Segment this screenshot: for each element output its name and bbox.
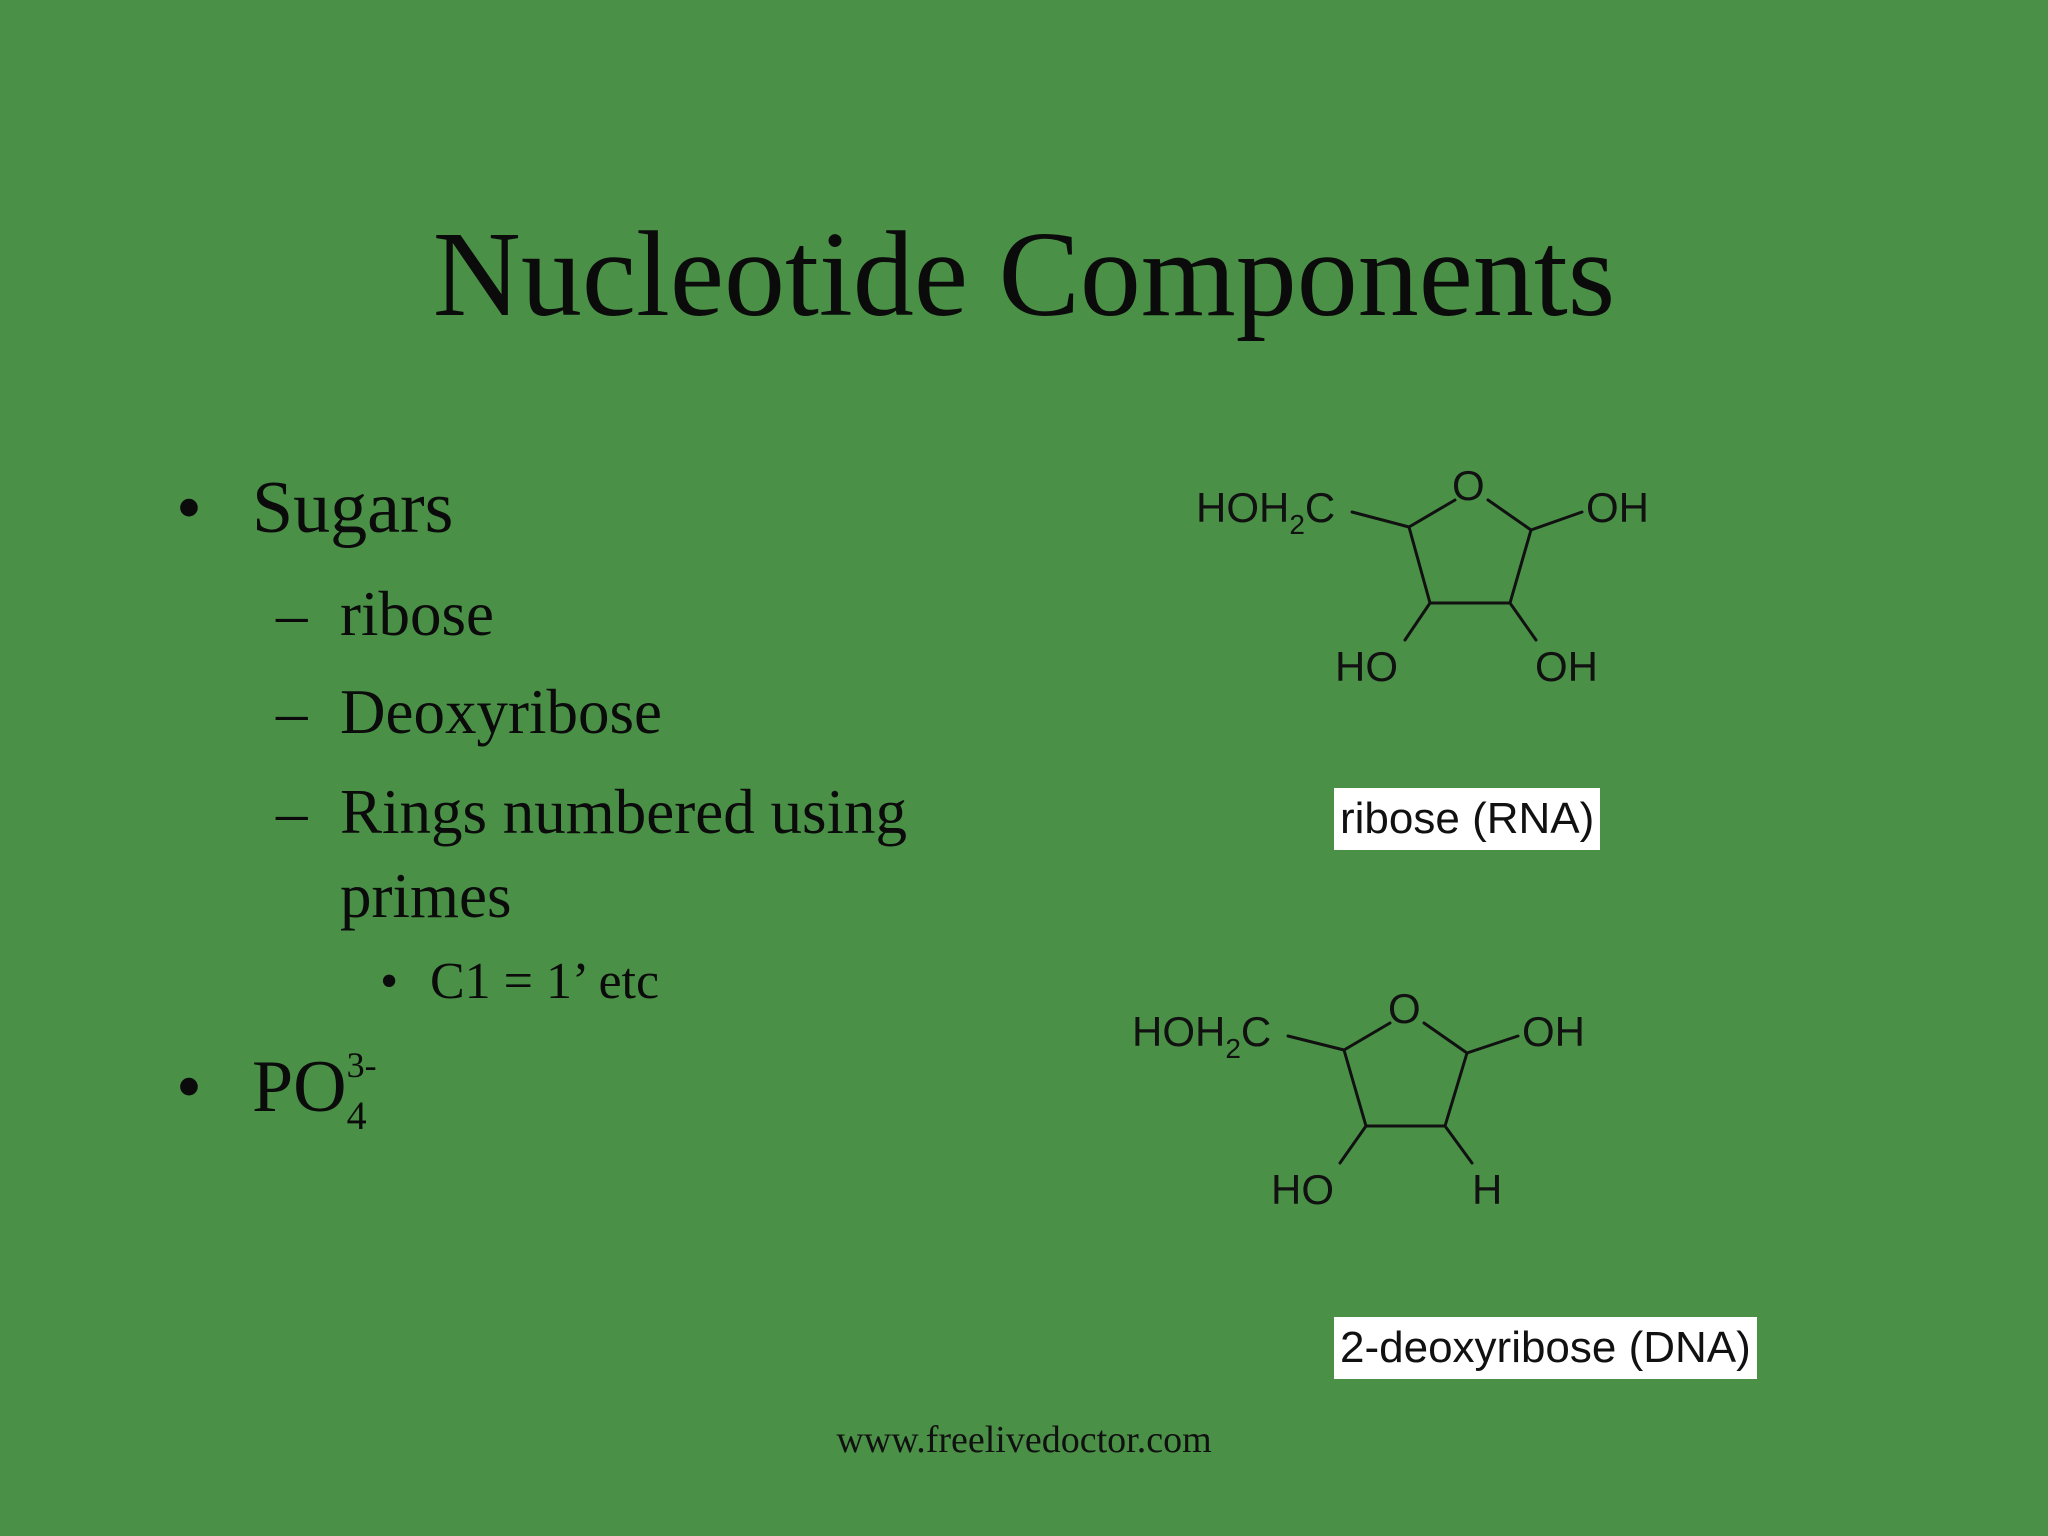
slide-title: Nucleotide Components [432, 207, 1616, 342]
dash-marker: – [276, 579, 308, 649]
footer-url: www.freelivedoctor.com [836, 1419, 1212, 1461]
subbullet-text: Deoxyribose [340, 677, 662, 747]
phosphate-base: PO [252, 1046, 347, 1128]
ribose-caption: ribose (RNA) [1334, 788, 1601, 850]
dash-marker: – [276, 777, 308, 847]
ribose-bond [1529, 510, 1584, 532]
subsubbullet-text: C1 = 1’ etc [430, 953, 660, 1010]
subbullet-text-line2: primes [340, 861, 512, 931]
ribose-bond [1407, 525, 1432, 605]
deoxyribose-oh-right: OH [1522, 1008, 1585, 1055]
deoxyribose-bond [1342, 1048, 1368, 1128]
deoxyribose-bond [1443, 1124, 1474, 1165]
deoxyribose-bond [1443, 1051, 1469, 1128]
hoh-text: HOH [1132, 1008, 1226, 1055]
deoxyribose-bond [1465, 1034, 1520, 1055]
ribose-bond [1407, 498, 1457, 529]
deoxyribose-h-bottom-right: H [1472, 1166, 1503, 1213]
c-text: C [1304, 484, 1336, 531]
ribose-bond [1486, 498, 1533, 532]
hoh-text: HOH [1196, 484, 1290, 531]
deoxyribose-ring-oxygen: O [1388, 985, 1421, 1032]
dash-marker: – [276, 677, 308, 747]
ribose-bond [1508, 601, 1538, 642]
bullet-marker: • [176, 1046, 202, 1128]
subscript-2: 2 [1289, 509, 1305, 540]
deoxyribose-ho-bottom-left: HO [1271, 1166, 1334, 1213]
subscript-2: 2 [1225, 1033, 1241, 1064]
phosphate-formula: PO4 3- [252, 1044, 377, 1142]
phosphate-superscript: 3- [346, 1045, 377, 1085]
phosphate-subscript: 4 [346, 1093, 367, 1138]
deoxyribose-caption: 2-deoxyribose (DNA) [1334, 1317, 1757, 1379]
ribose-bond [1350, 510, 1411, 529]
subbullet-text: ribose [340, 579, 494, 649]
ribose-oh-bottom-right: OH [1535, 643, 1598, 690]
subbullet-text-line1: Rings numbered using [340, 777, 907, 847]
deoxyribose-hoh2c-label: HOH2C [1132, 1008, 1272, 1064]
deoxyribose-bond [1342, 1021, 1392, 1052]
c-text: C [1240, 1008, 1272, 1055]
bullet-text: Sugars [252, 467, 454, 549]
ribose-hoh2c-label: HOH2C [1196, 484, 1336, 540]
ribose-oh-right: OH [1586, 484, 1649, 531]
ribose-ring-oxygen: O [1452, 462, 1485, 509]
bullet-list: • Sugars – ribose – Deoxyribose – Rings … [0, 0, 1000, 1200]
ribose-ho-bottom-left: HO [1335, 643, 1398, 690]
deoxyribose-bond [1338, 1124, 1368, 1165]
ribose-bond [1403, 601, 1432, 642]
deoxyribose-bond [1422, 1021, 1469, 1055]
deoxyribose-bond [1286, 1034, 1346, 1052]
bullet-marker: • [176, 467, 202, 549]
ribose-bond [1508, 528, 1533, 605]
bullet-marker: • [380, 953, 399, 1010]
